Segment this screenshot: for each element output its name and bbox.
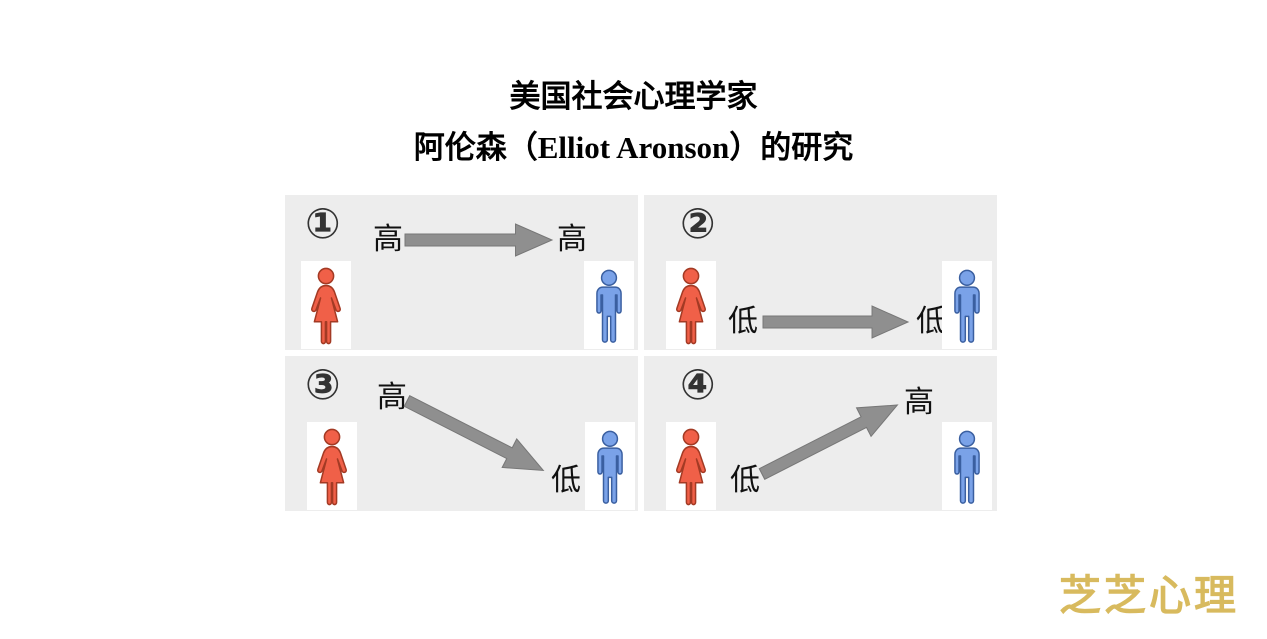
quadrant-1: ① 高 高: [285, 195, 638, 350]
diagram-grid: ① 高 高 ②: [285, 195, 997, 511]
man-icon: [597, 430, 623, 504]
quadrant-1-start-label: 高: [373, 223, 403, 256]
quadrant-4-number-badge: ④: [680, 360, 716, 409]
title-line-2: 阿伦森（Elliot Aronson）的研究: [0, 123, 1267, 174]
arrow-up-right-icon: [758, 404, 899, 481]
figure-box: [585, 422, 635, 510]
title-line-2-suffix: ）的研究: [729, 129, 854, 165]
quadrant-2-number-badge: ②: [680, 199, 716, 248]
quadrant-3-end-label: 低: [551, 464, 581, 497]
arrow-right-icon: [762, 305, 910, 339]
quadrant-4-end-label: 高: [904, 386, 934, 419]
quadrant-3-start-label: 高: [377, 381, 407, 414]
figure-box: [301, 261, 351, 349]
quadrant-1-number-badge: ①: [305, 199, 341, 248]
watermark: 芝芝心理: [1058, 572, 1239, 619]
page-title: 美国社会心理学家 阿伦森（Elliot Aronson）的研究: [0, 72, 1267, 174]
figure-box: [942, 422, 992, 510]
title-line-2-prefix: 阿伦森（: [413, 129, 538, 165]
figure-box: [307, 422, 357, 510]
man-icon: [596, 269, 622, 343]
figure-box: [666, 261, 716, 349]
quadrant-2: ② 低 低: [644, 195, 997, 350]
man-icon: [954, 430, 980, 504]
woman-icon: [676, 428, 706, 506]
quadrant-2-end-label: 低: [916, 305, 946, 338]
quadrant-2-start-label: 低: [728, 305, 758, 338]
figure-box: [666, 422, 716, 510]
quadrant-4: ④ 低 高: [644, 356, 997, 511]
title-line-2-name: Elliot Aronson: [537, 129, 730, 165]
arrow-right-icon: [404, 223, 554, 257]
woman-icon: [676, 267, 706, 345]
quadrant-4-start-label: 低: [730, 464, 760, 497]
man-icon: [954, 269, 980, 343]
quadrant-3-number-badge: ③: [305, 360, 341, 409]
figure-box: [942, 261, 992, 349]
woman-icon: [311, 267, 341, 345]
woman-icon: [317, 428, 347, 506]
quadrant-3: ③ 高 低: [285, 356, 638, 511]
figure-box: [584, 261, 634, 349]
quadrant-1-end-label: 高: [557, 223, 587, 256]
arrow-down-right-icon: [403, 394, 545, 472]
title-line-1: 美国社会心理学家: [509, 79, 758, 114]
